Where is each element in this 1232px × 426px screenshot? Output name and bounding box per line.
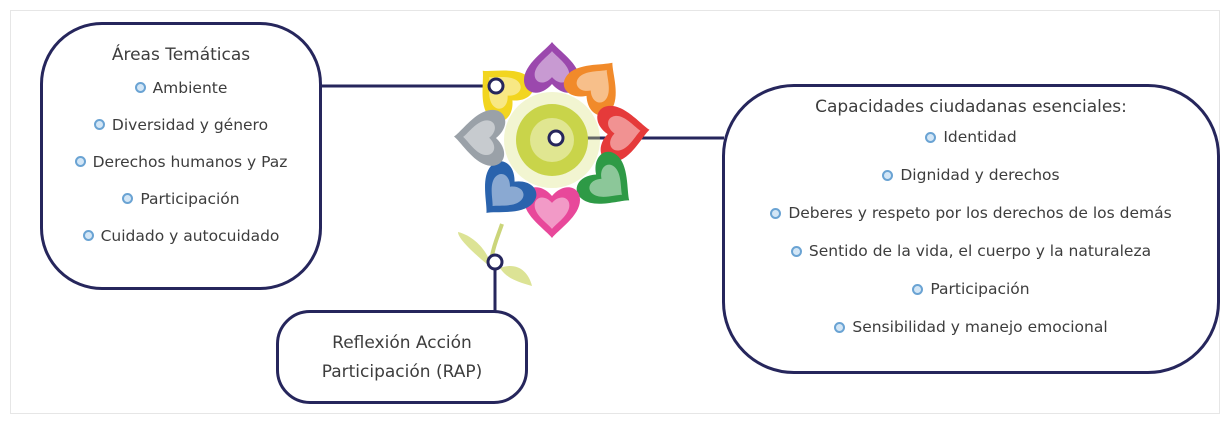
bullet-icon xyxy=(882,169,894,181)
bullet-icon xyxy=(925,131,937,143)
blue-heart xyxy=(485,161,537,213)
bullet-icon xyxy=(122,193,134,204)
bullet-icon xyxy=(912,283,924,295)
capacidades-item: Participación xyxy=(725,270,1217,308)
stem xyxy=(490,223,504,257)
rap-line-1: Reflexión Acción xyxy=(332,333,472,353)
capacidades-title: Capacidades ciudadanas esenciales: xyxy=(815,97,1127,117)
bullet-icon xyxy=(834,321,846,333)
capacidades-item: Sentido de la vida, el cuerpo y la natur… xyxy=(725,232,1217,270)
capacidades-box: Capacidades ciudadanas esenciales: Ident… xyxy=(722,84,1220,374)
capacidades-item: Dignidad y derechos xyxy=(725,156,1217,194)
connector-knob-rap xyxy=(486,253,504,271)
capacidades-list: Identidad Dignidad y derechos Deberes y … xyxy=(725,118,1217,346)
bullet-icon xyxy=(93,119,105,130)
bullet-icon xyxy=(134,82,146,93)
leaf-left xyxy=(458,232,490,265)
capacidades-item: Deberes y respeto por los derechos de lo… xyxy=(725,194,1217,232)
areas-list: Ambiente Diversidad y género Derechos hu… xyxy=(43,69,319,254)
areas-item: Diversidad y género xyxy=(43,106,319,143)
areas-title: Áreas Temáticas xyxy=(111,45,251,65)
capacidades-item: Sensibilidad y manejo emocional xyxy=(725,308,1217,346)
pink-heart xyxy=(524,187,580,238)
rap-line-2: Participación (RAP) xyxy=(321,362,483,382)
bullet-icon xyxy=(74,156,86,167)
connector-knob-areas xyxy=(487,77,505,95)
areas-item: Cuidado y autocuidado xyxy=(43,217,319,254)
areas-item: Participación xyxy=(43,180,319,217)
connector-knob-caps xyxy=(547,129,565,147)
bullet-icon xyxy=(82,230,94,241)
areas-item: Derechos humanos y Paz xyxy=(43,143,319,180)
gray-heart xyxy=(454,109,506,166)
bullet-icon xyxy=(770,207,782,219)
green-heart xyxy=(576,151,630,204)
capacidades-item: Identidad xyxy=(725,118,1217,156)
bullet-icon xyxy=(790,245,802,257)
red-heart xyxy=(597,105,650,162)
areas-tematicas-box: Áreas Temáticas Ambiente Diversidad y gé… xyxy=(40,22,322,290)
orange-heart xyxy=(563,62,616,116)
areas-item: Ambiente xyxy=(43,69,319,106)
leaf-right xyxy=(500,266,532,286)
rap-box: Reflexión Acción Participación (RAP) xyxy=(276,310,528,404)
